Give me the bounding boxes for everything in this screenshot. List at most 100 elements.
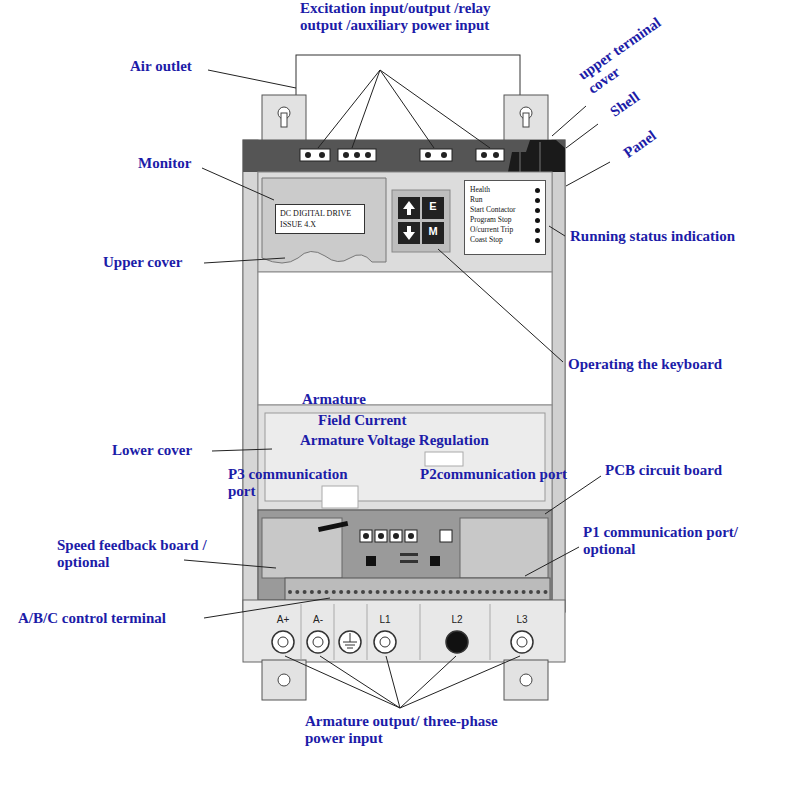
leader-line	[566, 162, 610, 186]
node-text: Program Stop	[470, 215, 511, 225]
pcb-component	[408, 533, 414, 539]
callout-label: P1 communication port/ optional	[583, 524, 783, 558]
terminal-screw	[346, 590, 350, 594]
text-row: Health	[470, 185, 540, 195]
lower-cover	[258, 405, 552, 510]
terminal-screw	[478, 590, 482, 594]
terminal-screw	[441, 152, 447, 158]
label-text: P2communication port	[420, 466, 567, 482]
panel-caption: Armature Voltage Regulation	[300, 432, 545, 449]
text-row: E	[422, 201, 444, 212]
terminal-screw	[529, 590, 533, 594]
leader-line	[566, 124, 598, 148]
up-key	[398, 197, 420, 219]
leader-line	[380, 70, 490, 148]
terminal-screw	[522, 590, 526, 594]
pcb-component	[390, 530, 402, 542]
callout-label: Operating the keyboard	[568, 356, 783, 373]
ground-symbol	[343, 633, 357, 648]
terminal-divider	[490, 604, 491, 660]
label-text: Panel	[620, 127, 659, 161]
callout-label: Armature output/ three-phase power input	[305, 713, 510, 747]
terminal-screw	[485, 590, 489, 594]
terminal-screw	[376, 590, 380, 594]
terminal-label: L3	[507, 614, 537, 626]
terminal-screw	[383, 590, 387, 594]
mount-hole	[520, 674, 532, 686]
pcb-component	[430, 556, 440, 566]
leader-line	[204, 598, 330, 618]
terminal-screw	[332, 590, 336, 594]
node-text: Start Contactor	[470, 205, 516, 215]
lower-cover-plate	[265, 413, 545, 501]
label-text: Armature	[302, 391, 366, 407]
ground-terminal	[339, 631, 361, 653]
pcb-component	[318, 521, 348, 532]
port-label: P2communication port	[420, 466, 568, 483]
pcb-component	[400, 553, 418, 556]
terminal-screw	[419, 590, 423, 594]
mounting-tab	[262, 660, 306, 700]
label-text: Air outlet	[130, 58, 192, 74]
leader-line	[212, 449, 272, 451]
panel-caption: Armature	[302, 391, 422, 408]
text-row: Program Stop	[470, 215, 540, 225]
label-text: Operating the keyboard	[568, 356, 722, 372]
callout-label: Air outlet	[130, 58, 206, 75]
terminal-bar	[243, 140, 565, 172]
label-text: A+	[277, 614, 290, 625]
terminal-screw	[317, 590, 321, 594]
terminal-screw	[427, 590, 431, 594]
leader-lines	[184, 70, 610, 708]
terminal-screw	[493, 152, 499, 158]
front-panel	[258, 272, 552, 405]
leader-line	[552, 106, 586, 136]
monitor-display: DC DIGITAL DRIVEISSUE 4.X	[275, 204, 365, 234]
terminal-stud	[307, 631, 329, 653]
upper-cover	[258, 172, 552, 272]
label-text: A-	[313, 614, 323, 625]
label-text: Armature output/ three-phase power input	[305, 713, 498, 746]
terminal-screw	[398, 590, 402, 594]
terminal-screw	[544, 590, 548, 594]
label-text: P1 communication port/ optional	[583, 524, 738, 557]
up-arrow-symbol	[403, 201, 415, 215]
p2-port	[425, 452, 463, 466]
callout-label: Excitation input/output /relay output /a…	[300, 0, 500, 34]
node-text: ISSUE 4.X	[280, 220, 316, 229]
p3-port	[322, 486, 358, 508]
leader-line	[208, 70, 296, 88]
label-text: Lower cover	[112, 442, 192, 458]
terminal-divider	[334, 604, 335, 660]
node-text: E	[429, 200, 436, 212]
label-text: Shell	[607, 88, 642, 119]
terminal-screw	[514, 590, 518, 594]
led-indicator	[535, 208, 540, 213]
label-text: L2	[451, 614, 462, 625]
terminal-stud	[278, 637, 288, 647]
label-text: Speed feedback board / optional	[57, 537, 207, 570]
mounting-tab	[504, 660, 548, 700]
terminal-screw	[425, 152, 431, 158]
leader-line	[525, 547, 579, 576]
leader-line	[438, 249, 563, 362]
terminal-screw	[405, 590, 409, 594]
led-indicator	[535, 198, 540, 203]
text-row: Coast Stop	[470, 235, 540, 245]
callout-label: PCB circuit board	[605, 462, 785, 479]
terminal-screw	[390, 590, 394, 594]
leader-line	[320, 656, 400, 708]
keypad-key: M	[422, 222, 444, 244]
keyhole-slot	[281, 113, 287, 127]
callout-label: Lower cover	[112, 442, 212, 459]
text-row: Start Contactor	[470, 205, 540, 215]
terminal-block	[300, 149, 330, 161]
callout-label: A/B/C control terminal	[18, 610, 208, 627]
terminal-stud	[272, 631, 294, 653]
drive-shell	[243, 140, 565, 612]
pcb-component	[366, 556, 376, 566]
label-text: A/B/C control terminal	[18, 610, 166, 626]
callout-label: Running status indication	[570, 228, 785, 245]
